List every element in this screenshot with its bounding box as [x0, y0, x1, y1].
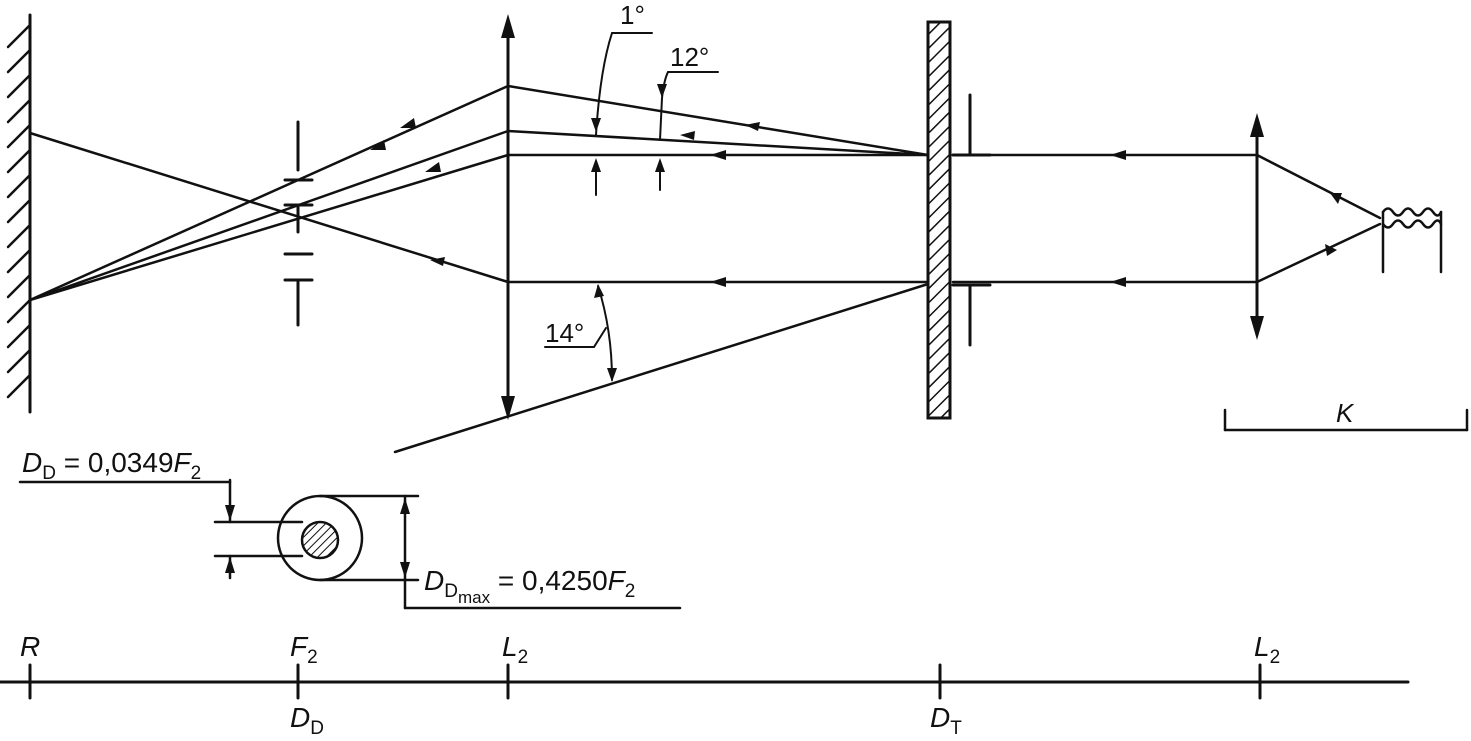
aperture-dd: [283, 120, 314, 327]
formula-ddmax: DDmax = 0,4250F2: [424, 565, 635, 607]
axis-label-f2: F2: [290, 631, 318, 668]
lamp-filament: [1381, 207, 1443, 274]
axis-label-r: R: [20, 631, 40, 662]
angle-arcs: [544, 32, 719, 382]
axis-label-l2-right: L2: [1254, 631, 1280, 668]
spot-inset: [18, 478, 682, 610]
axis-label-l2-left: L2: [502, 631, 528, 668]
mirror-r: [6, 13, 32, 414]
k-label: K: [1336, 398, 1355, 428]
bottom-axis: [0, 663, 1410, 700]
angle-label-12deg: 12°: [670, 42, 709, 72]
test-plate-dt: [926, 20, 992, 420]
lens-l2-right: [1250, 113, 1264, 340]
angle-label-1deg: 1°: [620, 0, 645, 30]
lens-l2-left: [501, 14, 515, 420]
axis-label-dt: DT: [930, 702, 962, 739]
formula-dd: DD = 0,0349F2: [22, 447, 201, 484]
rays: [28, 84, 1382, 454]
k-bracket: [1223, 408, 1469, 432]
angle-label-14deg: 14°: [545, 318, 584, 348]
axis-label-dd: DD: [290, 702, 324, 739]
ray-arrowheads: [370, 118, 1342, 287]
